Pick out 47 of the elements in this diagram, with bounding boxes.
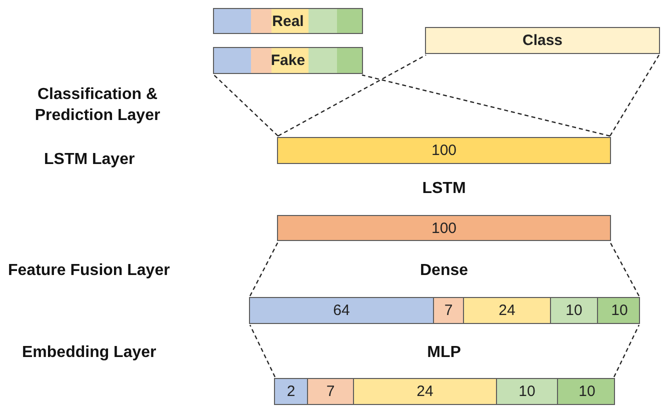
vector-segment [598, 298, 639, 323]
projection-lines [613, 324, 640, 378]
vector-bar [277, 137, 611, 164]
vector-bar [277, 215, 611, 241]
output-vector-bar [213, 47, 363, 74]
projection-lines [249, 324, 276, 378]
value-label: Real [272, 12, 304, 30]
value-label: 100 [431, 142, 457, 159]
projection-lines [249, 242, 279, 296]
vector-segment [464, 298, 551, 323]
value-label: 10 [566, 302, 582, 319]
vector-segment [275, 379, 308, 404]
value-label: 7 [444, 302, 453, 319]
layer-label: Feature Fusion Layer [8, 261, 171, 281]
vector-segment [250, 298, 434, 323]
value-label: 10 [611, 302, 628, 319]
layer-label: Dense [418, 261, 470, 281]
value-label: 24 [498, 302, 516, 319]
projection-lines [609, 242, 640, 296]
value-label: 2 [286, 383, 296, 400]
value-label: Fake [270, 52, 306, 69]
vector-segment [308, 379, 354, 404]
layer-label: LSTM Layer [44, 150, 136, 170]
value-label: 7 [326, 383, 335, 400]
feature-bar [274, 378, 615, 405]
value-label: 64 [333, 302, 350, 319]
value-label: Class [522, 32, 563, 49]
vector-segment [551, 298, 598, 323]
class-bar [425, 27, 660, 54]
value-label: 10 [518, 383, 536, 400]
vector-segment [434, 298, 464, 323]
layer-label: Embedding Layer [22, 343, 158, 363]
layer-label: LSTM [421, 179, 467, 199]
value-label: 100 [431, 220, 457, 236]
projection-lines [609, 54, 660, 136]
projection-lines [214, 74, 278, 136]
feature-bar [249, 297, 640, 324]
layer-label: MLP [426, 343, 462, 363]
vector-segment [354, 379, 497, 404]
value-label: 10 [578, 383, 596, 400]
value-label: 24 [416, 383, 434, 400]
vector-segment [558, 379, 614, 404]
projection-lines [362, 74, 610, 137]
output-vector-bar [213, 8, 363, 34]
vector-segment [497, 379, 558, 404]
layer-label: Classification & Prediction Layer [34, 85, 162, 126]
projection-lines [278, 54, 426, 137]
